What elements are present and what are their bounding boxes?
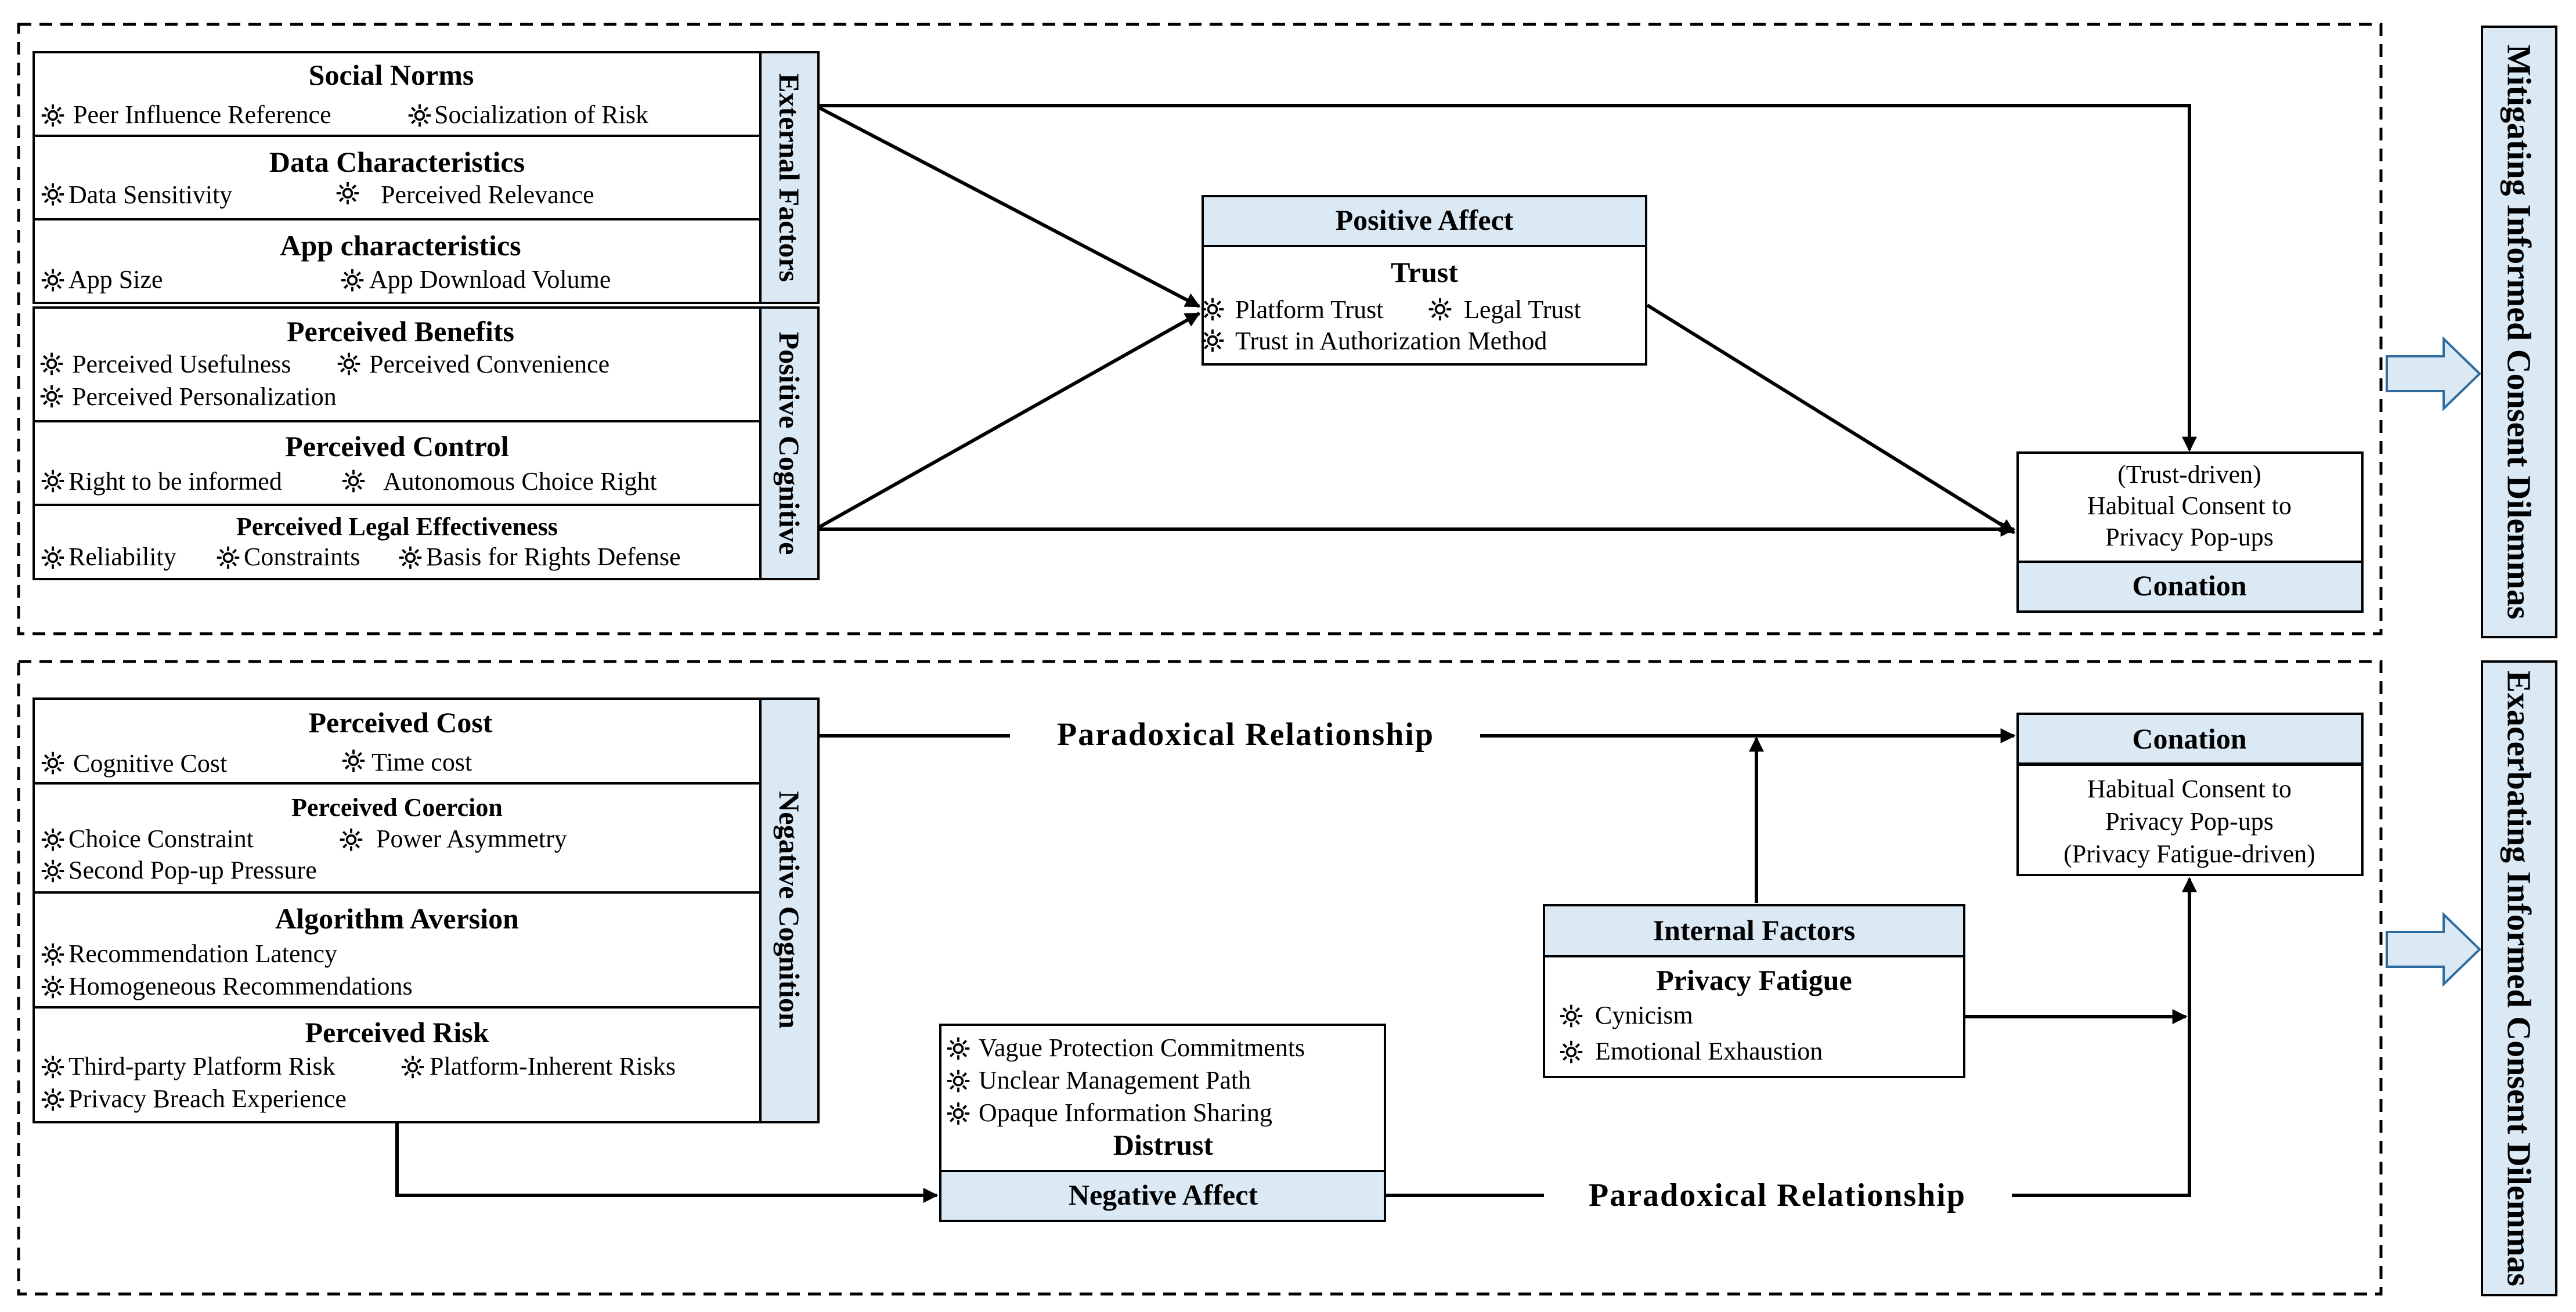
item-platform-inherent-risks: Platform-Inherent Risks [430,1052,676,1080]
group-title-data-characteristics: Data Characteristics [269,146,525,178]
block-arrow-lower [2386,912,2481,987]
lower-conation-line1: Habitual Consent to [2087,775,2292,803]
privacy-fatigue-title: Privacy Fatigue [1656,964,1852,996]
item-privacy-breach: Privacy Breach Experience [68,1085,347,1113]
item-app-download-volume: App Download Volume [369,265,611,294]
item-perceived-relevance: Perceived Relevance [381,180,594,209]
arrow-external-to-conation [820,104,2197,452]
group-title-social-norms: Social Norms [309,59,474,91]
item-autonomous-choice: Autonomous Choice Right [383,467,657,496]
item-third-party-risk: Third-party Platform Risk [68,1052,335,1080]
lower-frame [17,660,2383,1296]
group-title-algorithm-aversion: Algorithm Aversion [275,902,519,935]
item-homogeneous-recommendations: Homogeneous Recommendations [68,972,413,1000]
group-title-perceived-risk: Perceived Risk [305,1016,489,1049]
positive-affect-header: Positive Affect [1336,204,1514,236]
item-legal-trust: Legal Trust [1464,295,1581,324]
item-vague-protection: Vague Protection Commitments [979,1033,1305,1062]
item-choice-constraint: Choice Constraint [68,825,254,853]
block-arrow-upper [2386,336,2481,411]
external-factors-block: External Factors Social Norms Peer Influ… [33,51,820,304]
item-perceived-convenience: Perceived Convenience [369,350,609,378]
group-title-perceived-control: Perceived Control [285,430,509,462]
item-unclear-management: Unclear Management Path [979,1066,1251,1094]
item-platform-trust: Platform Trust [1235,295,1384,324]
arrow-paradox-bottom-right [2012,877,2197,1197]
upper-conation-line3: Privacy Pop-ups [2105,523,2274,551]
item-time-cost: Time cost [371,748,472,776]
group-title-perceived-cost: Perceived Cost [308,706,492,739]
item-power-asymmetry: Power Asymmetry [376,825,567,853]
mitigating-banner [2481,26,2557,638]
negative-affect-box: Vague Protection Commitments Unclear Man… [939,1024,1386,1222]
upper-conation-line2: Habitual Consent to [2087,491,2292,520]
arrow-affect-to-conation [1646,303,2016,534]
item-second-popup: Second Pop-up Pressure [68,856,317,884]
paradox-label-top: Paradoxical Relationship [1057,717,1434,753]
upper-conation-box: (Trust-driven) Habitual Consent to Priva… [2016,451,2364,613]
item-constraints: Constraints [244,543,360,571]
arrow-cognitive-to-affect [818,312,1201,529]
exacerbating-label: Exacerbating Informed Consent Dilemmas [2501,670,2538,1286]
arrow-external-to-affect [818,106,1201,308]
group-title-app-characteristics: App characteristics [280,229,521,262]
item-cynicism: Cynicism [1595,1001,1693,1029]
upper-arrows [818,104,2197,537]
group-title-perceived-coercion: Perceived Coercion [291,793,503,822]
distrust-title: Distrust [1113,1129,1214,1161]
exacerbating-banner [2481,660,2557,1296]
positive-affect-box: Positive Affect Trust Platform Trust Leg… [1200,195,1647,366]
negative-cognition-label: Negative Cognition [773,791,806,1029]
item-perceived-usefulness: Perceived Usefulness [72,350,291,378]
lower-conation-box: Conation Habitual Consent to Privacy Pop… [2016,713,2364,876]
negative-affect-label: Negative Affect [1069,1179,1258,1211]
positive-cognitive-block: Positive Cognitive Perceived Benefits Pe… [33,306,820,580]
item-data-sensitivity: Data Sensitivity [68,180,232,209]
lower-conation-label: Conation [2132,722,2246,755]
upper-conation-label: Conation [2132,569,2246,602]
item-emotional-exhaustion: Emotional Exhaustion [1595,1037,1823,1065]
item-opaque-sharing: Opaque Information Sharing [979,1098,1272,1127]
internal-factors-box: Internal Factors Privacy Fatigue Cynicis… [1543,904,1965,1078]
negative-cognition-bar [759,697,820,1123]
item-cognitive-cost: Cognitive Cost [73,749,227,778]
trust-title: Trust [1391,256,1458,288]
internal-factors-header: Internal Factors [1653,914,1856,946]
arrow-risk-to-negative-affect [395,1123,939,1203]
lower-arrows [395,728,2197,1203]
paradox-label-bottom: Paradoxical Relationship [1589,1177,1966,1213]
lower-conation-line2: Privacy Pop-ups [2105,807,2274,836]
item-socialization-risk: Socialization of Risk [434,100,648,129]
upper-frame [17,23,2383,635]
positive-cognitive-label: Positive Cognitive [773,332,806,555]
item-app-size: App Size [68,265,163,294]
external-factors-bar [759,51,820,304]
item-basis-rights-defense: Basis for Rights Defense [426,543,681,571]
positive-cognitive-bar [759,306,820,580]
negative-cognition-block: Negative Cognition Perceived Cost Cognit… [33,697,820,1123]
group-title-perceived-benefits: Perceived Benefits [287,315,514,348]
upper-conation-line1: (Trust-driven) [2117,460,2261,489]
external-factors-label: External Factors [773,73,806,282]
group-title-perceived-legal-effectiveness: Perceived Legal Effectiveness [236,512,558,541]
item-peer-influence: Peer Influence Reference [73,100,331,129]
item-recommendation-latency: Recommendation Latency [68,939,337,968]
item-right-to-be-informed: Right to be informed [68,467,282,496]
item-perceived-personalization: Perceived Personalization [72,382,337,411]
item-reliability: Reliability [68,543,176,571]
mitigating-label: Mitigating Informed Consent Dilemmas [2501,45,2538,620]
item-trust-authorization: Trust in Authorization Method [1235,327,1547,355]
lower-conation-line3: (Privacy Fatigue-driven) [2063,840,2315,868]
